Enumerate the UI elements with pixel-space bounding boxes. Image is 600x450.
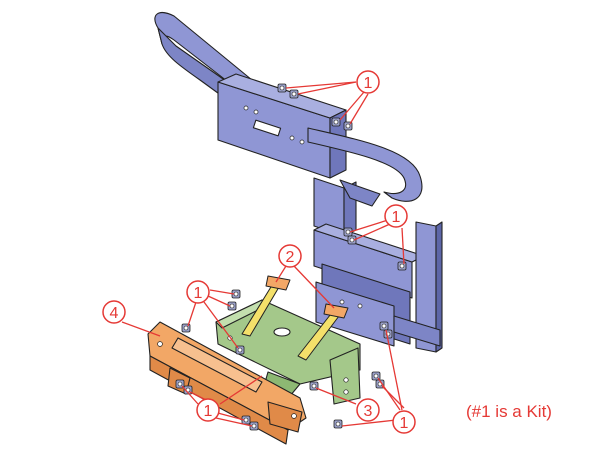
bolt (397, 261, 407, 271)
bolt (277, 83, 287, 93)
bolt (289, 89, 299, 99)
svg-text:1: 1 (364, 75, 373, 92)
svg-text:3: 3 (364, 403, 373, 420)
winch-slot (252, 119, 282, 137)
callout-1-left: 1 (186, 280, 210, 304)
kit-note: (#1 is a Kit) (466, 402, 552, 421)
callout-1-top: 1 (356, 70, 380, 94)
bumper-tube-right (307, 127, 423, 202)
bracket-right-ear (329, 347, 361, 405)
receiver-lower-tab (393, 315, 441, 347)
receiver-side-bar-edge (435, 221, 443, 353)
svg-text:2: 2 (286, 249, 295, 266)
callout-leaders (121, 81, 405, 427)
adapter-crossbar (171, 337, 263, 393)
support-struts (241, 275, 349, 361)
svg-text:1: 1 (400, 415, 409, 432)
callout-2: 2 (278, 244, 302, 268)
frame-gusset (339, 179, 381, 207)
callout-1-bottom-right: 1 (392, 410, 416, 434)
callout-markers: 1 1 1 1 1 2 3 4 (102, 70, 416, 434)
bolt (331, 117, 341, 127)
strut-right-top-tab (323, 303, 349, 319)
svg-text:1: 1 (392, 209, 401, 226)
svg-text:1: 1 (204, 403, 213, 420)
callout-4: 4 (102, 300, 126, 324)
bolt (379, 321, 389, 331)
callout-3: 3 (356, 398, 380, 422)
front-bumper-frame (154, 12, 443, 353)
callout-1-bottom-left: 1 (196, 398, 220, 422)
svg-text:1: 1 (194, 285, 203, 302)
lower-mount-face (315, 281, 395, 347)
svg-text:4: 4 (110, 305, 119, 322)
callout-1-middle: 1 (384, 204, 408, 228)
bolt (333, 419, 343, 429)
mounting-bracket (215, 299, 361, 405)
adapter-right-lug (267, 401, 303, 433)
bracket-center-hole (273, 327, 291, 337)
strut-left-top-tab (265, 275, 291, 291)
